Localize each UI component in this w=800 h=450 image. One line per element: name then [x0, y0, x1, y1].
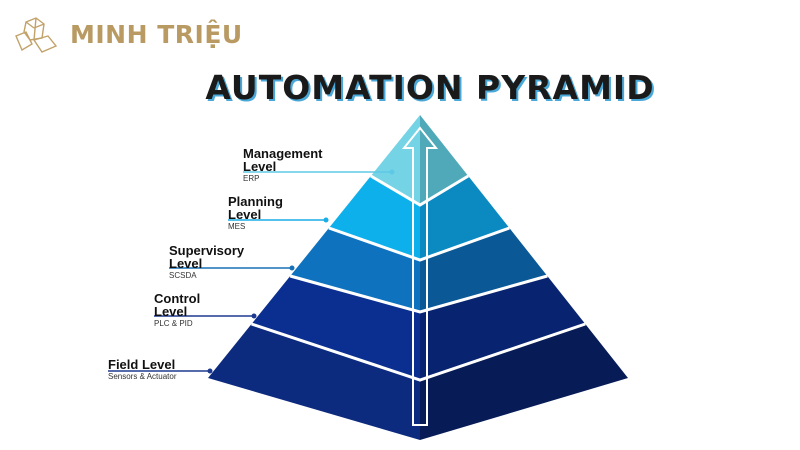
connector-dot-control	[251, 313, 257, 319]
brand-logo: MINH TRIỆU	[12, 14, 243, 54]
pyramid-tier-control-right-face	[420, 276, 586, 380]
pyramid-tier-planning-right-face	[420, 176, 510, 260]
connector-dot-supervisory	[289, 265, 295, 271]
level-label-field: Field Level Sensors & Actuator	[108, 357, 177, 381]
tier-divider	[370, 174, 470, 207]
level-label-control: Control Level PLC & PID	[154, 291, 201, 328]
pyramid-tier-planning-left-face	[328, 176, 420, 260]
connector-dot-planning	[323, 217, 329, 223]
pyramid-tier-field-right-face	[420, 324, 628, 440]
tier-divider	[289, 274, 548, 314]
page-title: AUTOMATION PYRAMID	[205, 68, 655, 107]
connector-dot-field	[207, 368, 213, 374]
pyramid-tier-field-left-face	[208, 324, 420, 440]
connector-dot-management	[389, 169, 395, 175]
pyramid-tier-control-left-face	[251, 276, 420, 380]
tier-divider	[251, 322, 586, 382]
tier-divider	[328, 226, 510, 262]
level-label-management: Management Level ERP	[243, 146, 323, 183]
level-label-planning: Planning Level MES	[228, 194, 283, 231]
crystal-icon	[15, 17, 58, 53]
brand-name: MINH TRIỆU	[70, 19, 243, 49]
upward-arrow-icon	[401, 126, 439, 426]
level-label-supervisory: Supervisory Level SCSDA	[169, 243, 245, 280]
